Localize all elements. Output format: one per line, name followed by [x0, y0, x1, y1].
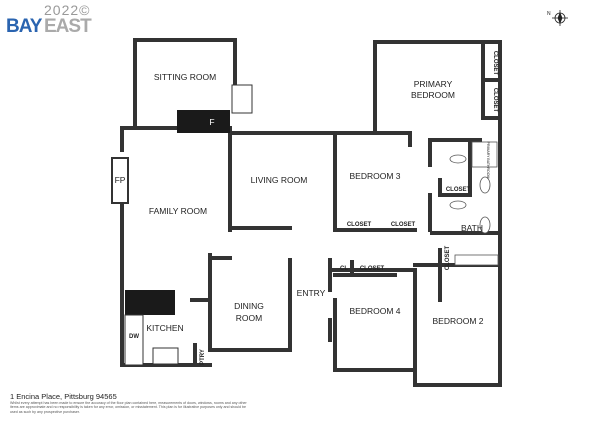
fireplace-block — [177, 110, 230, 133]
bathtub-icon — [454, 254, 499, 266]
logo-bay: BAY — [6, 16, 42, 37]
dishwasher — [124, 314, 144, 366]
footer: 1 Encina Place, Pittsburg 94565 Whilst e… — [10, 392, 250, 414]
label-fp: FP — [115, 175, 126, 185]
label-closet: CLOSET — [492, 51, 498, 76]
sink-icon — [449, 154, 467, 164]
chair — [231, 84, 253, 114]
logo-east: EAST — [44, 16, 92, 37]
label-dining-1: DINING — [234, 301, 264, 311]
label-bath: BATH — [461, 223, 483, 233]
label-kitchen: KITCHEN — [146, 323, 183, 333]
label-closet: CLOSET — [360, 266, 385, 272]
label-primary-2: BEDROOM — [411, 90, 455, 100]
label-entry: ENTRY — [297, 288, 326, 298]
label-bedroom-4: BEDROOM 4 — [349, 306, 400, 316]
property-address: 1 Encina Place, Pittsburg 94565 — [10, 392, 117, 401]
label-family-room: FAMILY ROOM — [149, 206, 207, 216]
disclaimer: Whilst every attempt has been made to en… — [10, 401, 247, 414]
bayeast-logo: 2022© BAY EAST — [4, 2, 134, 37]
label-closet: CLOSET — [347, 222, 372, 228]
label-sitting-room: SITTING ROOM — [154, 72, 216, 82]
label-closet: CLOSET — [391, 222, 416, 228]
label-living-room: LIVING ROOM — [251, 175, 308, 185]
fp-block — [111, 157, 129, 204]
fixtures — [111, 84, 499, 366]
label-pantry: PTRY — [200, 349, 206, 365]
stove — [152, 347, 179, 365]
label-dining-2: ROOM — [236, 313, 262, 323]
label-closet: CLOSET — [446, 187, 471, 193]
label-bedroom-2: BEDROOM 2 — [432, 316, 483, 326]
shower-icon — [471, 141, 498, 168]
compass-icon: N — [547, 10, 568, 26]
label-primary-1: PRIMARY — [414, 79, 453, 89]
label-closet: CLOSET — [445, 246, 451, 271]
logo-year: 2022© — [44, 2, 91, 18]
label-bedroom-3: BEDROOM 3 — [349, 171, 400, 181]
toilet-icon — [479, 216, 491, 234]
sink-icon — [449, 200, 467, 210]
label-primary-bathroom: PRIMARY BATHROOM — [486, 142, 490, 179]
compass-label: N — [547, 11, 551, 17]
label-closet: CLOSET — [492, 88, 498, 113]
room-labels: SITTING ROOM F FP FAMILY ROOM LIVING ROO… — [115, 51, 498, 365]
kitchen-counter — [125, 290, 175, 315]
label-dw: DW — [129, 334, 139, 340]
toilet-icon — [479, 176, 491, 194]
label-cl: CL — [340, 266, 348, 272]
label-f: F — [209, 117, 214, 127]
